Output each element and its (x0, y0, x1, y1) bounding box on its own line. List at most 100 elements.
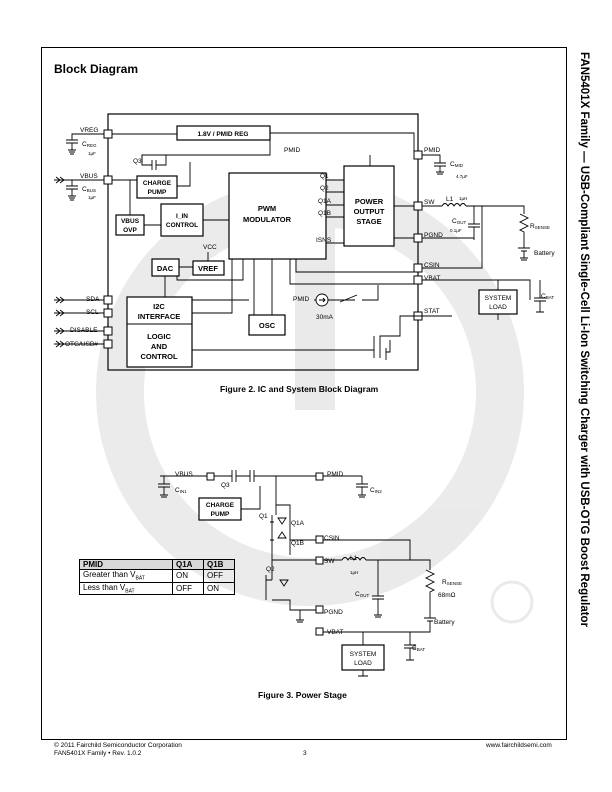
svg-text:PMID: PMID (284, 147, 301, 154)
svg-text:1µH: 1µH (350, 570, 358, 575)
table-row: Greater than VBAT ON OFF (79, 569, 235, 583)
svg-text:VBUS: VBUS (175, 471, 193, 478)
svg-text:PUMP: PUMP (148, 189, 167, 196)
cout-label: COUT (452, 218, 466, 225)
cbat-label: CBAT (541, 293, 554, 300)
svg-text:VBUS: VBUS (121, 218, 140, 225)
block-dac (151, 258, 180, 277)
footer-page-number: 3 (303, 750, 307, 757)
svg-text:PMID: PMID (293, 296, 310, 303)
svg-text:CHARGE: CHARGE (143, 180, 172, 187)
pin-label-stat: STAT (424, 308, 440, 315)
block-pmid-reg-label: 1.8V / PMID REG (198, 131, 249, 138)
svg-text:L1: L1 (350, 555, 358, 562)
table-cell-q1b: ON (203, 581, 235, 596)
svg-text:CSIN: CSIN (324, 535, 340, 542)
svg-text:LOGIC: LOGIC (147, 332, 171, 341)
section-title: Block Diagram (54, 62, 139, 76)
pin-label-pgnd: PGND (424, 232, 443, 239)
svg-text:OSC: OSC (259, 321, 276, 330)
cmid-label: CMID (450, 161, 464, 168)
table-header-q1b: Q1B (203, 559, 235, 570)
footer-url-link[interactable]: www.fairchildsemi.com (486, 742, 552, 749)
svg-text:STAGE: STAGE (356, 217, 381, 226)
table-cell-q1a: OFF (172, 581, 204, 596)
f3-cbat: CBAT (412, 645, 425, 652)
pin-label-disable: DISABLE (70, 327, 98, 334)
svg-text:Q2: Q2 (320, 185, 329, 192)
table-header-pmid: PMID (79, 559, 173, 570)
pin-label-scl: SCL (86, 309, 99, 316)
svg-text:Q3: Q3 (133, 158, 142, 165)
pin-csin (413, 263, 423, 273)
table-cell-pmid: Greater than VBAT (79, 569, 173, 583)
block-pwm-modulator (228, 172, 327, 260)
pmid-truth-table: PMID Q1A Q1B Greater than VBAT ON OFF Le… (79, 559, 235, 596)
svg-text:MODULATOR: MODULATOR (243, 215, 292, 224)
svg-text:PUMP: PUMP (211, 511, 230, 518)
pin-label-vbus: VBUS (80, 173, 98, 180)
svg-text:CHARGE: CHARGE (206, 502, 235, 509)
table-cell-pmid: Less than VBAT (79, 581, 173, 596)
pin-vbus (103, 175, 113, 185)
footer-copyright: © 2011 Fairchild Semiconductor Corporati… (54, 742, 182, 749)
cbus-value: 1µF (88, 195, 96, 200)
table-row: Less than VBAT OFF ON (79, 581, 235, 596)
pin-sda (103, 295, 113, 305)
figure-2-block-diagram: VREG VBUS SDA SCL DISABLE OTG/USB# CREG … (54, 113, 555, 371)
svg-text:AND: AND (151, 342, 168, 351)
svg-text:PWM: PWM (258, 204, 276, 213)
svg-text:0.1µF: 0.1µF (450, 228, 462, 233)
pin-vbat (413, 275, 423, 285)
svg-text:Q1: Q1 (320, 173, 329, 180)
cbus-label: CBUS (82, 186, 96, 193)
creg-label: CREG (82, 141, 97, 148)
svg-text:VCC: VCC (203, 244, 217, 251)
footer-family: FAN5401X Family • Rev. 1.0.2 (54, 750, 142, 757)
svg-text:PMID: PMID (327, 471, 344, 478)
svg-text:Q1B: Q1B (318, 210, 331, 217)
svg-text:OUTPUT: OUTPUT (354, 207, 385, 216)
block-i-in-control (160, 203, 204, 237)
pin-disable (103, 326, 113, 336)
svg-text:Battery: Battery (534, 250, 555, 257)
pin-label-sw: SW (424, 199, 435, 206)
rsense-label: RSENSE (530, 223, 550, 230)
svg-text:Q1B: Q1B (291, 540, 304, 547)
pin-label-pmid: PMID (424, 147, 441, 154)
svg-text:L1: L1 (446, 196, 454, 203)
table-header-q1a: Q1A (172, 559, 204, 570)
svg-text:DAC: DAC (157, 264, 174, 273)
figure-2-caption: Figure 2. IC and System Block Diagram (220, 384, 379, 394)
f3-cin1: CIN1 (175, 487, 187, 494)
svg-text:SYSTEM: SYSTEM (485, 295, 512, 302)
svg-text:30mA: 30mA (316, 314, 334, 321)
svg-text:PGND: PGND (324, 609, 343, 616)
svg-text:LOAD: LOAD (489, 304, 507, 311)
svg-text:Q1A: Q1A (318, 198, 332, 205)
pin-pmid (413, 150, 423, 160)
pin-pgnd (413, 233, 423, 243)
creg-value: 1µF (88, 151, 96, 156)
block-vref (192, 260, 225, 276)
svg-text:VREF: VREF (198, 264, 218, 273)
svg-text:CONTROL: CONTROL (166, 222, 198, 229)
page-frame (41, 47, 567, 740)
svg-text:ISNS: ISNS (316, 237, 332, 244)
svg-text:SYSTEM: SYSTEM (350, 651, 377, 658)
svg-text:POWER: POWER (355, 197, 384, 206)
block-power-output-stage (343, 165, 395, 247)
f3-cin2: CIN2 (370, 487, 382, 494)
svg-text:Q1: Q1 (259, 513, 268, 520)
f3-cout: COUT (355, 591, 369, 598)
table-cell-q1b: OFF (203, 569, 235, 583)
svg-text:Q2: Q2 (266, 566, 275, 573)
svg-text:Battery: Battery (434, 619, 455, 626)
block-i2c-logic (126, 296, 193, 368)
svg-text:INTERFACE: INTERFACE (138, 312, 181, 321)
figure-3-power-stage: VBUS PMID Q3 Q1 Q1A Q1B Q2 CSIN SW L1 1µ… (158, 470, 462, 677)
table-header-row: PMID Q1A Q1B (79, 559, 235, 570)
pin-label-vreg: VREG (80, 127, 98, 134)
pin-label-otg: OTG/USB# (65, 341, 98, 348)
